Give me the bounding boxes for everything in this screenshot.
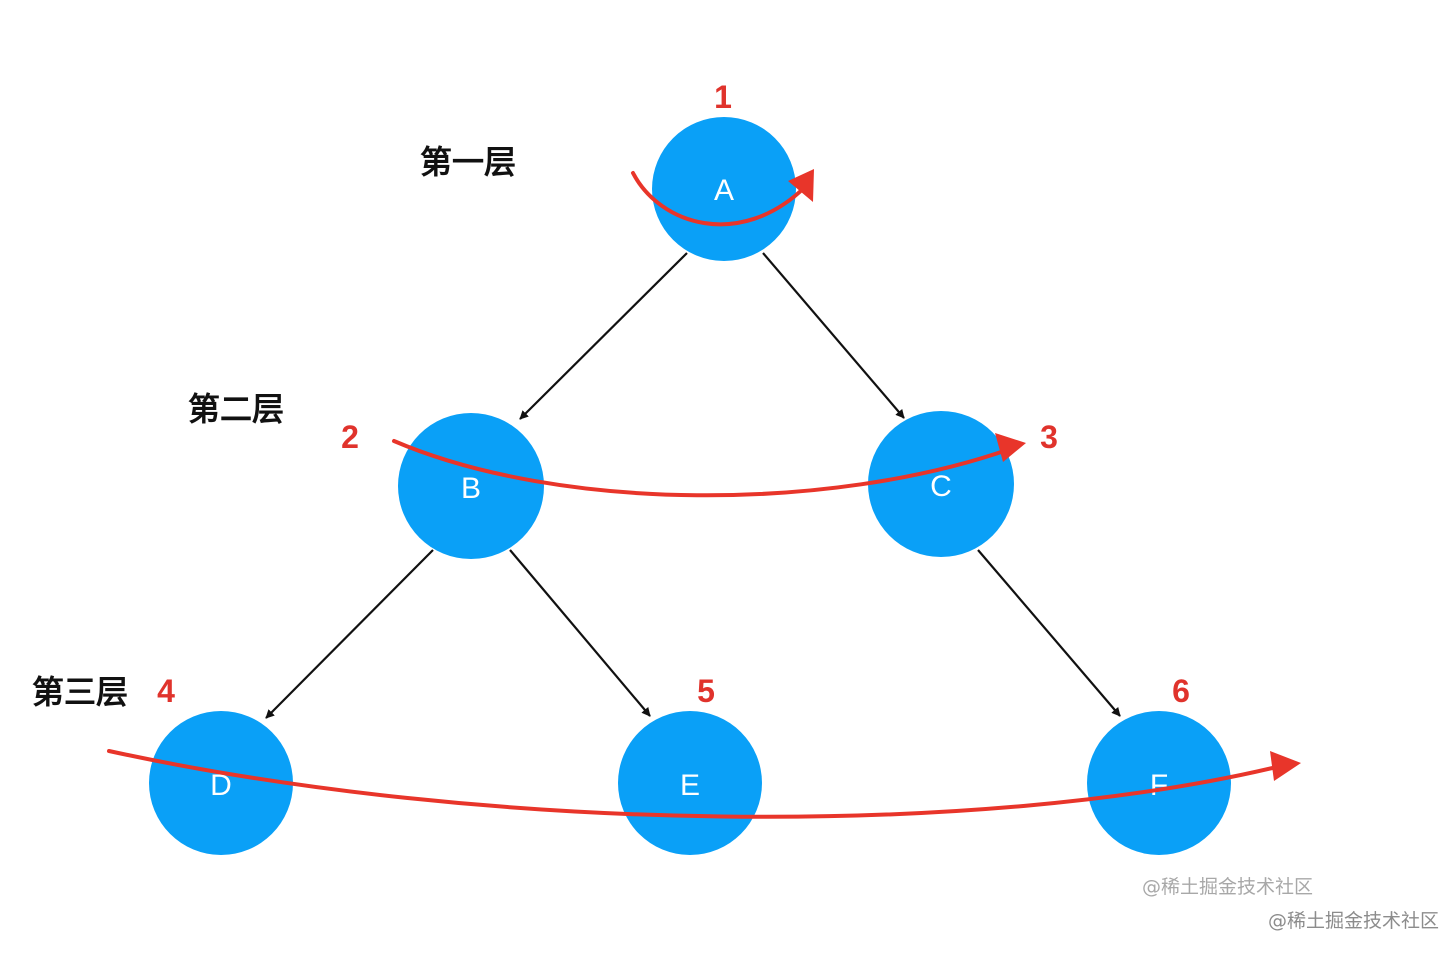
level-label-third: 第三层 xyxy=(32,673,128,711)
node-label: C xyxy=(930,470,952,503)
traversal-arrow-level-1 xyxy=(631,169,814,227)
traversal-arrowhead xyxy=(788,169,814,202)
edge-a-b xyxy=(519,252,688,420)
traversal-arrowhead xyxy=(1270,751,1301,781)
traversal-arrowhead xyxy=(995,433,1026,462)
level-label-second: 第二层 xyxy=(188,390,284,428)
order-number-f: 6 xyxy=(1172,673,1190,709)
node-circle xyxy=(398,413,544,559)
watermark-inner: @稀土掘金技术社区 xyxy=(1142,876,1313,898)
traversal-arrow-level-2 xyxy=(392,433,1026,498)
tree-node-f: F xyxy=(1087,711,1231,855)
edge-b-e xyxy=(509,549,651,717)
node-label: B xyxy=(461,472,481,505)
node-circle xyxy=(1087,711,1231,855)
node-label: A xyxy=(714,174,734,207)
node-label: F xyxy=(1150,769,1168,802)
tree-node-c: C xyxy=(868,411,1014,557)
order-number-a: 1 xyxy=(714,79,732,115)
node-circle xyxy=(618,711,762,855)
node-circle xyxy=(149,711,293,855)
edge-a-c xyxy=(762,252,905,419)
tree-node-d: D xyxy=(149,711,293,855)
order-number-e: 5 xyxy=(697,673,715,709)
traversal-arrow-level-3 xyxy=(107,749,1301,819)
level-label-first: 第一层 xyxy=(420,143,516,181)
node-label: D xyxy=(210,769,232,802)
order-number-b: 2 xyxy=(341,419,359,455)
tree-node-b: B xyxy=(398,413,544,559)
order-number-c: 3 xyxy=(1040,419,1058,455)
order-number-d: 4 xyxy=(157,673,175,709)
edge-c-f xyxy=(977,549,1121,717)
watermark-outer: @稀土掘金技术社区 xyxy=(1268,910,1439,932)
traversal-path xyxy=(631,171,807,227)
tree-node-a: A xyxy=(652,117,796,261)
tree-node-e: E xyxy=(618,711,762,855)
node-circle xyxy=(652,117,796,261)
edge-b-d xyxy=(265,549,434,719)
traversal-path xyxy=(107,749,1287,819)
node-circle xyxy=(868,411,1014,557)
traversal-path xyxy=(392,439,1012,498)
node-label: E xyxy=(680,769,700,802)
